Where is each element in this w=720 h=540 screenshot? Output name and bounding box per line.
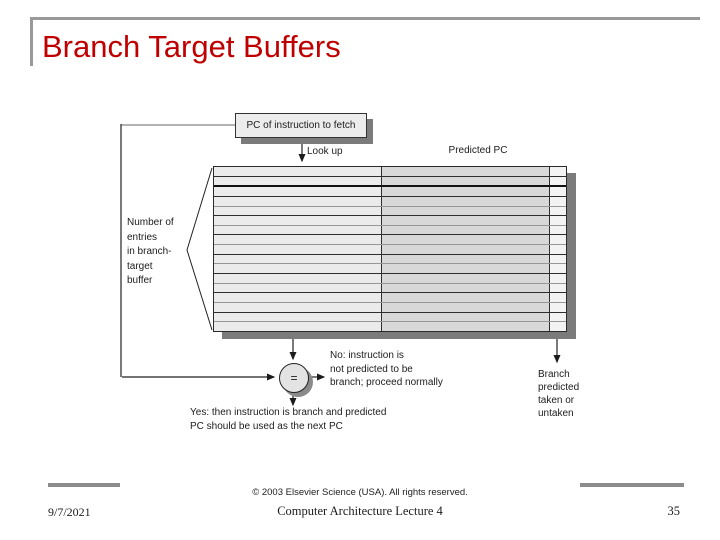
buffer-table-cell-left [214,254,382,264]
buffer-table-row [214,322,566,331]
footer-course-title: Computer Architecture Lecture 4 [277,504,443,518]
buffer-table-cell-right [550,293,566,302]
buffer-table-cell-right [550,196,566,206]
buffer-table-cell-left [214,264,382,274]
buffer-table-cell-mid [382,167,550,176]
footer-divider-right [580,483,684,487]
buffer-table-cell-left [214,167,382,176]
buffer-table-cell-mid [382,274,550,283]
buffer-table-cell-mid [382,302,550,312]
buffer-table-cell-left [214,196,382,206]
buffer-table-cell-mid [382,187,550,196]
buffer-table-cell-mid [382,245,550,254]
buffer-table-cell-left [214,302,382,312]
top-border-rule [30,17,700,20]
equals-symbol: = [290,371,298,385]
buffer-table-cell-left [214,206,382,216]
buffer-table-row [214,216,566,226]
buffer-table-row [214,225,566,236]
buffer-table-cell-right [550,254,566,264]
buffer-table-cell-mid [382,235,550,245]
buffer-table-row [214,254,566,265]
yes-branch-label: Yes: then instruction is branch and pred… [190,407,387,432]
buffer-table-cell-right [550,245,566,254]
no-branch-label: No: instruction is not predicted to be b… [330,350,443,388]
buffer-table-cell-left [214,274,382,283]
buffer-table-cell-mid [382,293,550,302]
buffer-table-row [214,167,566,177]
entries-brace [186,167,213,331]
buffer-table-cell-right [550,283,566,293]
buffer-table-cell-right [550,302,566,312]
buffer-table-cell-mid [382,225,550,235]
buffer-table-cell-mid [382,322,550,331]
number-of-entries-label: Number of entries in branch- target buff… [127,217,174,286]
buffer-table-cell-mid [382,254,550,264]
buffer-table-row [214,206,566,217]
buffer-table-cell-right [550,274,566,283]
pc-of-instruction-label: PC of instruction to fetch [246,120,356,131]
buffer-table-cell-left [214,176,382,186]
buffer-table-row [214,196,566,207]
buffer-table-row [214,312,566,323]
buffer-table-cell-right [550,264,566,274]
buffer-table [213,166,567,332]
buffer-table-row [214,264,566,275]
buffer-table-row [214,187,566,197]
buffer-table-cell-left [214,283,382,293]
buffer-table-cell-right [550,167,566,176]
buffer-table-cell-mid [382,176,550,186]
buffer-table-cell-right [550,225,566,235]
buffer-table-row [214,302,566,313]
buffer-table-cell-left [214,312,382,322]
equals-comparator: = [279,363,309,393]
footer-date: 9/7/2021 [48,505,91,519]
buffer-table-cell-mid [382,196,550,206]
buffer-table-cell-right [550,176,566,186]
buffer-table-cell-right [550,216,566,225]
buffer-table-cell-left [214,225,382,235]
buffer-table-cell-right [550,235,566,245]
copyright-notice: © 2003 Elsevier Science (USA). All right… [252,487,468,498]
buffer-table-cell-left [214,216,382,225]
left-border-rule [30,17,33,66]
pc-of-instruction-box: PC of instruction to fetch [235,113,367,138]
buffer-table-cell-mid [382,283,550,293]
buffer-table-cell-right [550,206,566,216]
buffer-table-row [214,245,566,255]
buffer-table-row [214,176,566,188]
footer-divider-left [48,483,120,487]
page-title: Branch Target Buffers [42,29,341,64]
buffer-table-cell-mid [382,264,550,274]
buffer-table-cell-left [214,235,382,245]
branch-predicted-label: Branch predicted taken or untaken [538,369,580,419]
buffer-table-row [214,283,566,294]
buffer-table-cell-right [550,187,566,196]
predicted-pc-label: Predicted PC [448,145,508,156]
buffer-table-cell-mid [382,216,550,225]
buffer-table-cell-left [214,293,382,302]
buffer-table-cell-left [214,187,382,196]
buffer-table-row [214,235,566,246]
buffer-table-row [214,274,566,284]
buffer-table-cell-mid [382,312,550,322]
look-up-label: Look up [307,146,343,157]
buffer-table-cell-mid [382,206,550,216]
buffer-table-row [214,293,566,303]
buffer-table-cell-right [550,312,566,322]
buffer-table-cell-left [214,245,382,254]
page-number: 35 [667,504,681,518]
buffer-table-cell-left [214,322,382,331]
buffer-table-cell-right [550,322,566,331]
